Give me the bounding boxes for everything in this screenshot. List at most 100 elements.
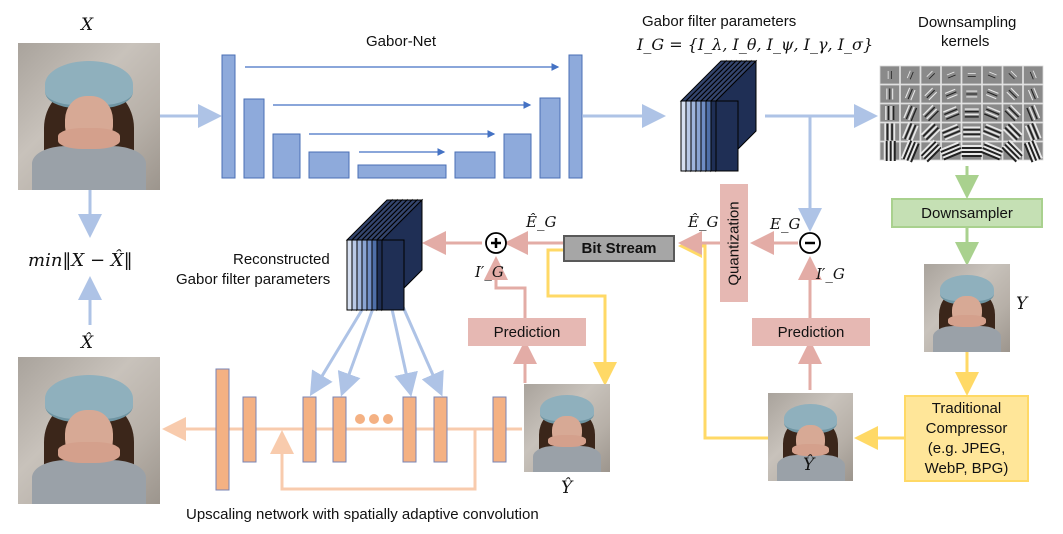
kernel-stripe — [1004, 110, 1016, 122]
loss-formula: min‖X − X̂‖ — [28, 250, 133, 271]
kernel-stripe — [923, 143, 940, 160]
kernel-stripe — [984, 113, 998, 120]
upscaling-layer — [242, 396, 257, 463]
kernel-stripe — [1033, 139, 1043, 159]
kernel-stripe — [1006, 108, 1018, 120]
kernel-stripe — [1006, 125, 1020, 139]
kernel-stripe — [900, 139, 911, 159]
e-hat-label-left: Ê_G — [526, 213, 557, 231]
kernel-cell — [1002, 103, 1023, 123]
reconstructed-image-x-hat — [18, 357, 160, 504]
kernel-stripe — [941, 145, 961, 155]
kernel-stripe — [1007, 123, 1021, 137]
kernel-stripe — [920, 122, 935, 136]
kernel-cell — [879, 65, 900, 85]
kernel-stripe — [910, 125, 919, 142]
kernel-stripe — [922, 123, 936, 137]
gabor-net-layer — [221, 54, 236, 179]
reconstructed-parameter-stack — [345, 198, 424, 312]
kernel-stripe — [910, 107, 918, 122]
upscaling-caption: Upscaling network with spatially adaptiv… — [186, 506, 539, 523]
prediction-box-left: Prediction — [468, 318, 586, 346]
kernel-stripe — [1028, 106, 1036, 121]
kernel-stripe — [906, 141, 916, 162]
gabor-params-formula: I_G = {I_λ, I_θ, I_ψ, I_γ, I_σ} — [637, 35, 874, 54]
kernel-stripe — [924, 106, 936, 118]
kernel-stripe — [986, 91, 998, 97]
filter-sheet — [346, 239, 353, 311]
kernel-stripe — [906, 123, 915, 141]
kernel-stripe — [928, 110, 939, 122]
gabor-net-skip-connections — [245, 63, 560, 156]
blue-flow-arrows — [78, 104, 878, 397]
upscaling-ellipsis-dots — [355, 414, 393, 424]
kernel-stripe — [1033, 87, 1039, 99]
kernel-cell — [1023, 65, 1044, 85]
kernel-stripe — [983, 130, 1000, 139]
kernel-stripe — [1008, 139, 1025, 156]
output-image-label: X̂ — [81, 333, 94, 353]
kernel-stripe — [925, 127, 939, 141]
kernel-stripe — [1002, 128, 1017, 142]
kernel-stripe — [983, 143, 1004, 153]
kernel-stripe — [987, 106, 1001, 113]
decoded-image-y-hat-left — [524, 384, 610, 472]
upscaling-layer — [215, 368, 230, 491]
filter-sheet — [680, 100, 687, 172]
kernel-stripe — [1026, 107, 1033, 122]
kernel-stripe — [942, 125, 959, 134]
kernel-cell — [1023, 103, 1044, 123]
kernel-stripe — [924, 87, 933, 97]
kernel-stripe — [1004, 143, 1020, 160]
gabor-net-layer — [503, 133, 532, 179]
kernel-cell — [982, 65, 1003, 85]
compressor-label-line2: Compressor — [925, 419, 1008, 437]
kernel-stripe — [986, 108, 1000, 116]
kernel-stripe — [919, 139, 935, 156]
kernel-stripe — [939, 141, 959, 152]
kernel-stripe — [984, 141, 1004, 152]
i-prime-label-right: I′_G — [816, 265, 845, 283]
kernel-stripe — [924, 125, 938, 139]
kernel-stripe — [1027, 89, 1034, 101]
filter-sheet — [366, 239, 373, 311]
kernel-stripe — [1010, 104, 1021, 116]
kernel-stripe — [910, 89, 916, 101]
bit-stream-label: Bit Stream — [581, 240, 657, 257]
kernel-stripe — [906, 70, 911, 79]
kernel-cell — [920, 103, 941, 123]
kernel-stripe — [903, 104, 910, 119]
kernel-stripe — [928, 91, 938, 101]
compressor-label-line4: WebP, BPG) — [924, 459, 1009, 477]
pink-flow-arrows — [422, 231, 822, 390]
kernel-stripe — [908, 106, 915, 121]
kernel-stripe — [981, 149, 1001, 159]
gabor-parameter-stack — [679, 59, 758, 173]
downsampling-kernels-title-line1: Downsampling — [918, 14, 1017, 31]
bit-stream-box: Bit Stream — [563, 235, 675, 262]
filter-sheet — [376, 239, 383, 311]
kernel-stripe — [922, 142, 938, 159]
filter-sheet — [356, 239, 363, 311]
gabor-params-title: Gabor filter parameters — [642, 13, 797, 30]
upscaling-network — [215, 368, 507, 491]
kernel-stripe — [945, 91, 957, 97]
input-image-x — [18, 43, 160, 190]
kernel-cell — [879, 103, 900, 123]
kernel-stripe — [1025, 142, 1036, 162]
gabor-net-layer — [539, 97, 561, 179]
upscaling-layer — [492, 396, 507, 463]
downsampling-kernels-title-line2: kernels — [941, 33, 990, 50]
gabor-net-title: Gabor-Net — [366, 33, 437, 50]
kernel-stripe — [922, 104, 934, 116]
kernel-stripe — [989, 71, 997, 76]
filter-sheet-front — [715, 100, 739, 172]
kernel-cell — [900, 65, 921, 85]
filter-sheet — [695, 100, 702, 172]
kernel-cell — [941, 65, 962, 85]
kernel-stripe — [943, 130, 961, 139]
filter-sheet — [361, 239, 368, 311]
prediction-label-right: Prediction — [777, 323, 845, 341]
kernel-stripe — [985, 110, 999, 118]
e-g-label: E_G — [770, 215, 801, 233]
